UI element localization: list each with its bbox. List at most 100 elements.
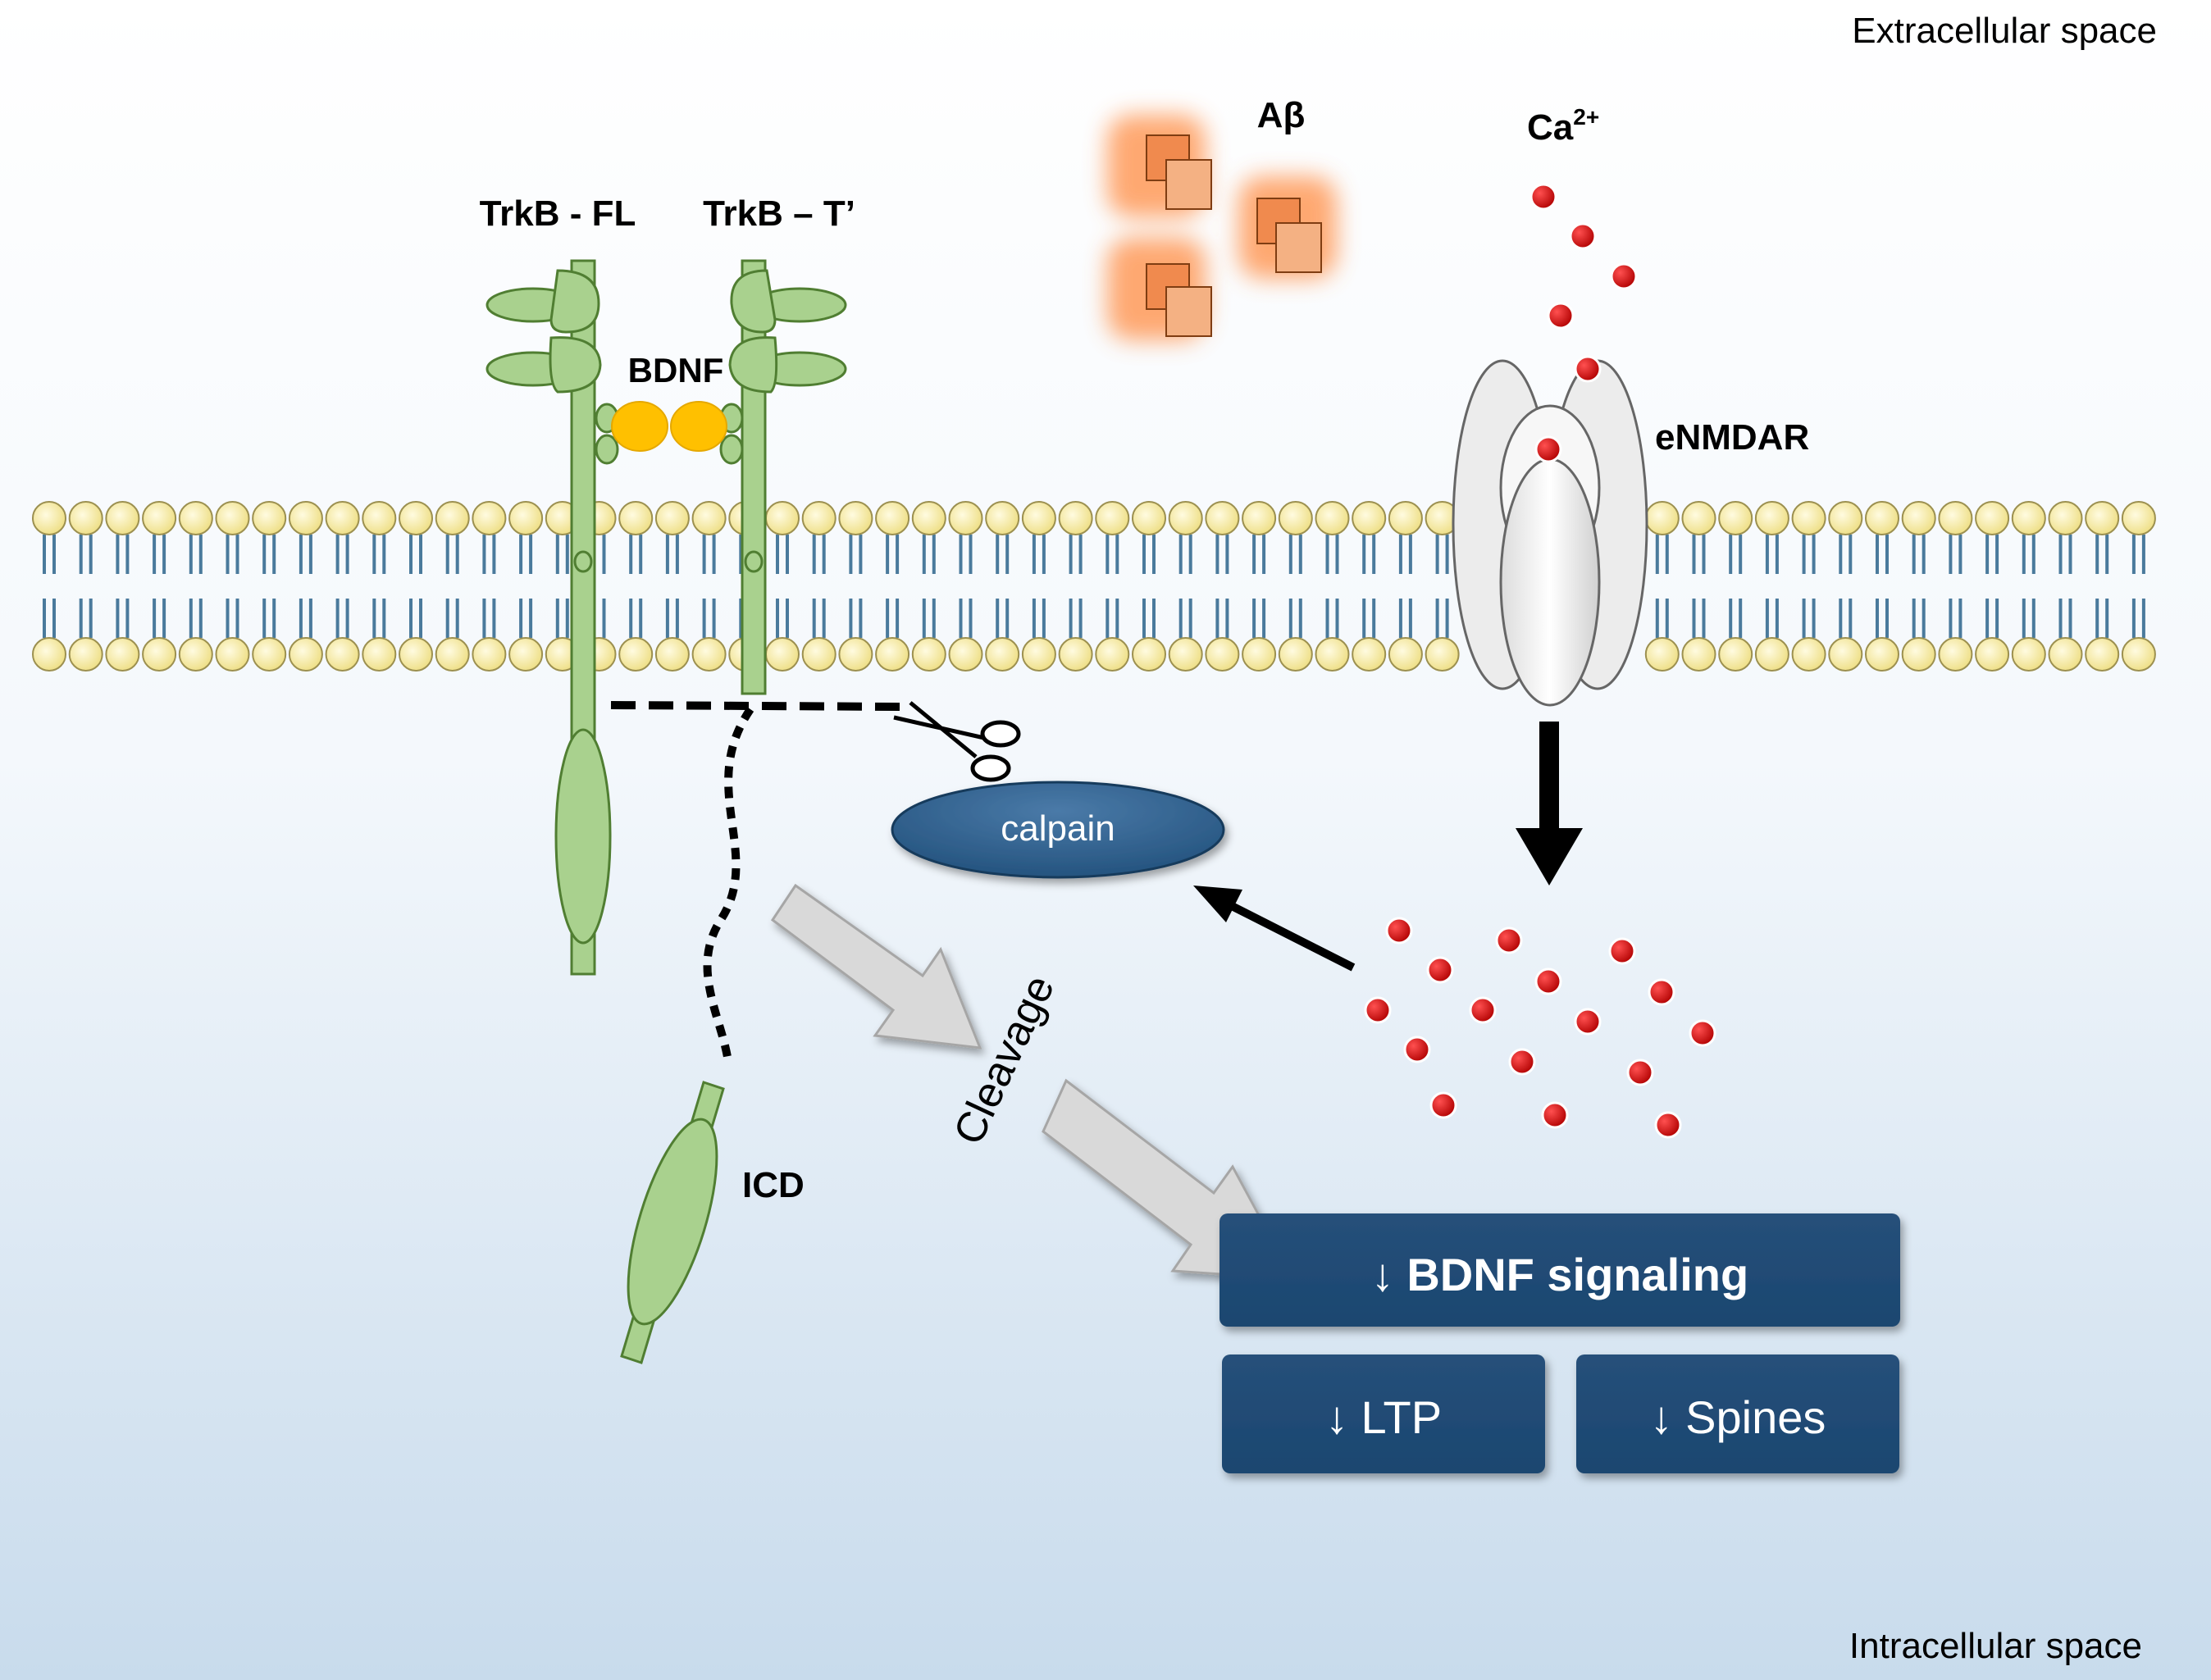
lipid-head: [1644, 637, 1680, 672]
lipid-head: [508, 637, 544, 672]
lipid-tail: [43, 535, 56, 638]
lipid-tail: [1692, 535, 1706, 638]
lipid-head: [399, 501, 433, 535]
lipid-tail: [1912, 535, 1926, 638]
lipid-head: [1058, 637, 1093, 672]
calcium-ion: [1508, 1048, 1536, 1076]
lipid-head: [1388, 637, 1423, 672]
lipid-tail: [1325, 535, 1339, 638]
lipid-tail: [1178, 535, 1192, 638]
calcium-ion: [1364, 996, 1392, 1024]
enmdar-channel: [1452, 359, 1648, 707]
spines-box: [1576, 1354, 1899, 1473]
lipid-tail: [886, 535, 900, 638]
lipid-head: [1168, 637, 1203, 672]
lipid-head: [801, 637, 837, 672]
lipid-tail: [1765, 535, 1779, 638]
calcium-ion: [1541, 1101, 1569, 1129]
calcium-ion: [1403, 1036, 1431, 1063]
calcium-influx-arrow: [1516, 722, 1583, 886]
lipid-head: [2121, 637, 2156, 672]
lipid-head: [252, 637, 287, 672]
lipid-head: [2011, 501, 2046, 535]
lipid-tail: [1032, 535, 1046, 638]
lipid-head: [2011, 637, 2046, 672]
lipid-tail: [665, 535, 679, 638]
lipid-head: [1278, 637, 1313, 672]
lipid-tail: [1802, 535, 1816, 638]
lipid-head: [2121, 501, 2156, 535]
lipid-tail: [812, 535, 826, 638]
calcium-ion: [1534, 435, 1562, 463]
intracellular-label: Intracellular space: [1849, 1626, 2142, 1666]
lipid-tail: [2095, 535, 2109, 638]
lipid-head: [1425, 637, 1460, 672]
calcium-ion: [1529, 183, 1557, 211]
lipid-head: [911, 501, 946, 535]
lipid-tail: [1142, 535, 1156, 638]
lipid-head: [1278, 501, 1313, 535]
lipid-head: [1865, 501, 1899, 535]
lipid-tail: [922, 535, 936, 638]
lipid-tail: [1106, 535, 1119, 638]
lipid-head: [1352, 637, 1387, 672]
cleavage-arrow-1: [770, 883, 982, 1049]
lipid-head: [1205, 637, 1240, 672]
lipid-head: [1095, 501, 1130, 535]
lipid-head: [838, 501, 873, 535]
lipid-tail: [2058, 535, 2072, 638]
ltp-text: ↓ LTP: [1325, 1391, 1442, 1443]
lipid-tail: [996, 535, 1010, 638]
lipid-head: [1938, 501, 1973, 535]
lipid-tail: [776, 535, 789, 638]
lipid-head: [985, 501, 1020, 535]
lipid-head: [288, 637, 323, 672]
lipid-head: [1132, 637, 1166, 672]
lipid-tail: [1949, 535, 1963, 638]
lipid-tail: [116, 535, 130, 638]
ltp-box: [1222, 1354, 1545, 1473]
lipid-head: [985, 637, 1020, 672]
lipid-head: [472, 501, 507, 535]
trkb-fl-label: TrkB - FL: [480, 193, 636, 234]
lipid-head: [1828, 637, 1863, 672]
lipid-head: [472, 637, 507, 672]
lipid-head: [142, 637, 177, 672]
calcium-ion: [1648, 978, 1675, 1006]
calcium-ion: [1626, 1059, 1654, 1086]
calcium-ion: [1495, 927, 1523, 954]
lipid-head: [1975, 637, 2010, 672]
lipid-head: [215, 501, 250, 535]
lipid-head: [765, 637, 800, 672]
extracellular-label: Extracellular space: [1852, 11, 2157, 51]
lipid-head: [1168, 501, 1203, 535]
lipid-tail: [1655, 535, 1669, 638]
lipid-head: [875, 637, 910, 672]
lipid-head: [1718, 637, 1753, 672]
lipid-head: [68, 637, 103, 672]
lipid-head: [68, 501, 103, 535]
lipid-tail: [629, 535, 643, 638]
lipid-tail: [1435, 535, 1449, 638]
calcium-ion: [1654, 1111, 1682, 1139]
lipid-head: [1058, 501, 1093, 535]
lipid-head: [435, 637, 470, 672]
lipid-head: [911, 637, 946, 672]
lipid-head: [654, 637, 690, 672]
lipid-head: [654, 501, 690, 535]
lipid-head: [1901, 501, 1936, 535]
lipid-tail: [299, 535, 312, 638]
lipid-tail: [262, 535, 276, 638]
lipid-tail: [1985, 535, 1999, 638]
lipid-head: [325, 637, 360, 672]
lipid-tail: [1288, 535, 1302, 638]
lipid-tail: [445, 535, 459, 638]
lipid-head: [2048, 501, 2083, 535]
abeta-aggregates: [1107, 115, 1337, 340]
lipid-head: [1388, 501, 1423, 535]
lipid-head: [2085, 637, 2120, 672]
lipid-tail: [1215, 535, 1229, 638]
calcium-ion: [1429, 1091, 1457, 1119]
lipid-head: [508, 501, 544, 535]
